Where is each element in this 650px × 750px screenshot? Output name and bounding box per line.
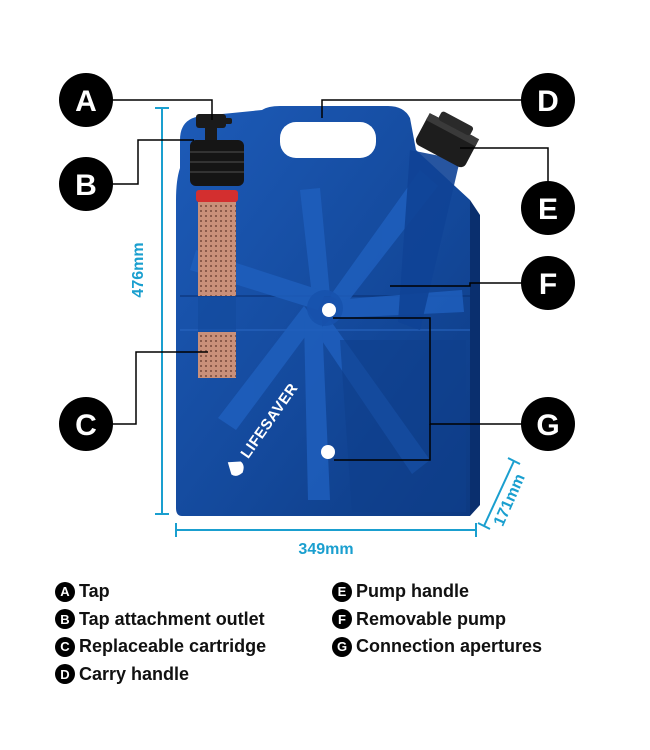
marker-D: D — [521, 73, 575, 127]
marker-A: A — [59, 73, 113, 127]
svg-text:D: D — [537, 85, 559, 118]
legend-label: Removable pump — [356, 608, 507, 629]
height-dimension-line — [155, 107, 169, 515]
depth-dimension-line — [477, 457, 521, 530]
legend-item-tap: A Tap — [55, 578, 266, 606]
legend-badge: A — [55, 581, 75, 602]
tap-attachment-outlet — [190, 140, 244, 186]
legend-item-carry-handle: D Carry handle — [55, 661, 266, 689]
svg-text:F: F — [539, 268, 557, 301]
legend-badge: D — [55, 664, 75, 685]
legend-label: Replaceable cartridge — [79, 636, 267, 657]
height-dimension-label: 476mm — [130, 242, 147, 297]
marker-F: F — [521, 256, 575, 310]
legend-item-replaceable-cartridge: C Replaceable cartridge — [55, 633, 266, 661]
legend-item-tap-attachment-outlet: B Tap attachment outlet — [55, 606, 266, 634]
legend-item-pump-handle: E Pump handle — [332, 578, 542, 606]
tap — [196, 114, 232, 144]
legend-badge: G — [332, 636, 352, 657]
legend-label: Tap attachment outlet — [79, 608, 265, 629]
legend-column-right: E Pump handle F Removable pump G Connect… — [332, 578, 542, 661]
legend: A Tap B Tap attachment outlet C Replacea… — [55, 578, 615, 688]
svg-text:G: G — [536, 409, 559, 442]
svg-text:E: E — [538, 193, 558, 226]
legend-label: Tap — [79, 581, 110, 602]
width-dimension-line — [175, 523, 477, 537]
legend-column-left: A Tap B Tap attachment outlet C Replacea… — [55, 578, 266, 688]
width-dimension-label: 349mm — [298, 541, 353, 558]
legend-badge: C — [55, 636, 75, 657]
marker-E: E — [521, 181, 575, 235]
carry-handle-opening — [280, 122, 376, 158]
legend-label: Carry handle — [79, 663, 190, 684]
jerrycan-diagram: 476mm 349mm 171mm — [59, 73, 575, 558]
legend-label: Connection apertures — [356, 636, 543, 657]
legend-badge: E — [332, 581, 352, 602]
pump-handle — [398, 111, 480, 330]
svg-text:C: C — [75, 409, 97, 442]
connection-aperture-upper — [322, 303, 336, 317]
legend-item-removable-pump: F Removable pump — [332, 606, 542, 634]
legend-badge: F — [332, 609, 352, 630]
svg-text:B: B — [75, 169, 97, 202]
connection-aperture-lower — [321, 445, 335, 459]
legend-label: Pump handle — [356, 581, 470, 602]
marker-C: C — [59, 397, 113, 451]
legend-badge: B — [55, 609, 75, 630]
legend-item-connection-apertures: G Connection apertures — [332, 633, 542, 661]
svg-text:A: A — [75, 85, 97, 118]
marker-B: B — [59, 157, 113, 211]
marker-G: G — [521, 397, 575, 451]
replaceable-cartridge — [196, 190, 238, 378]
